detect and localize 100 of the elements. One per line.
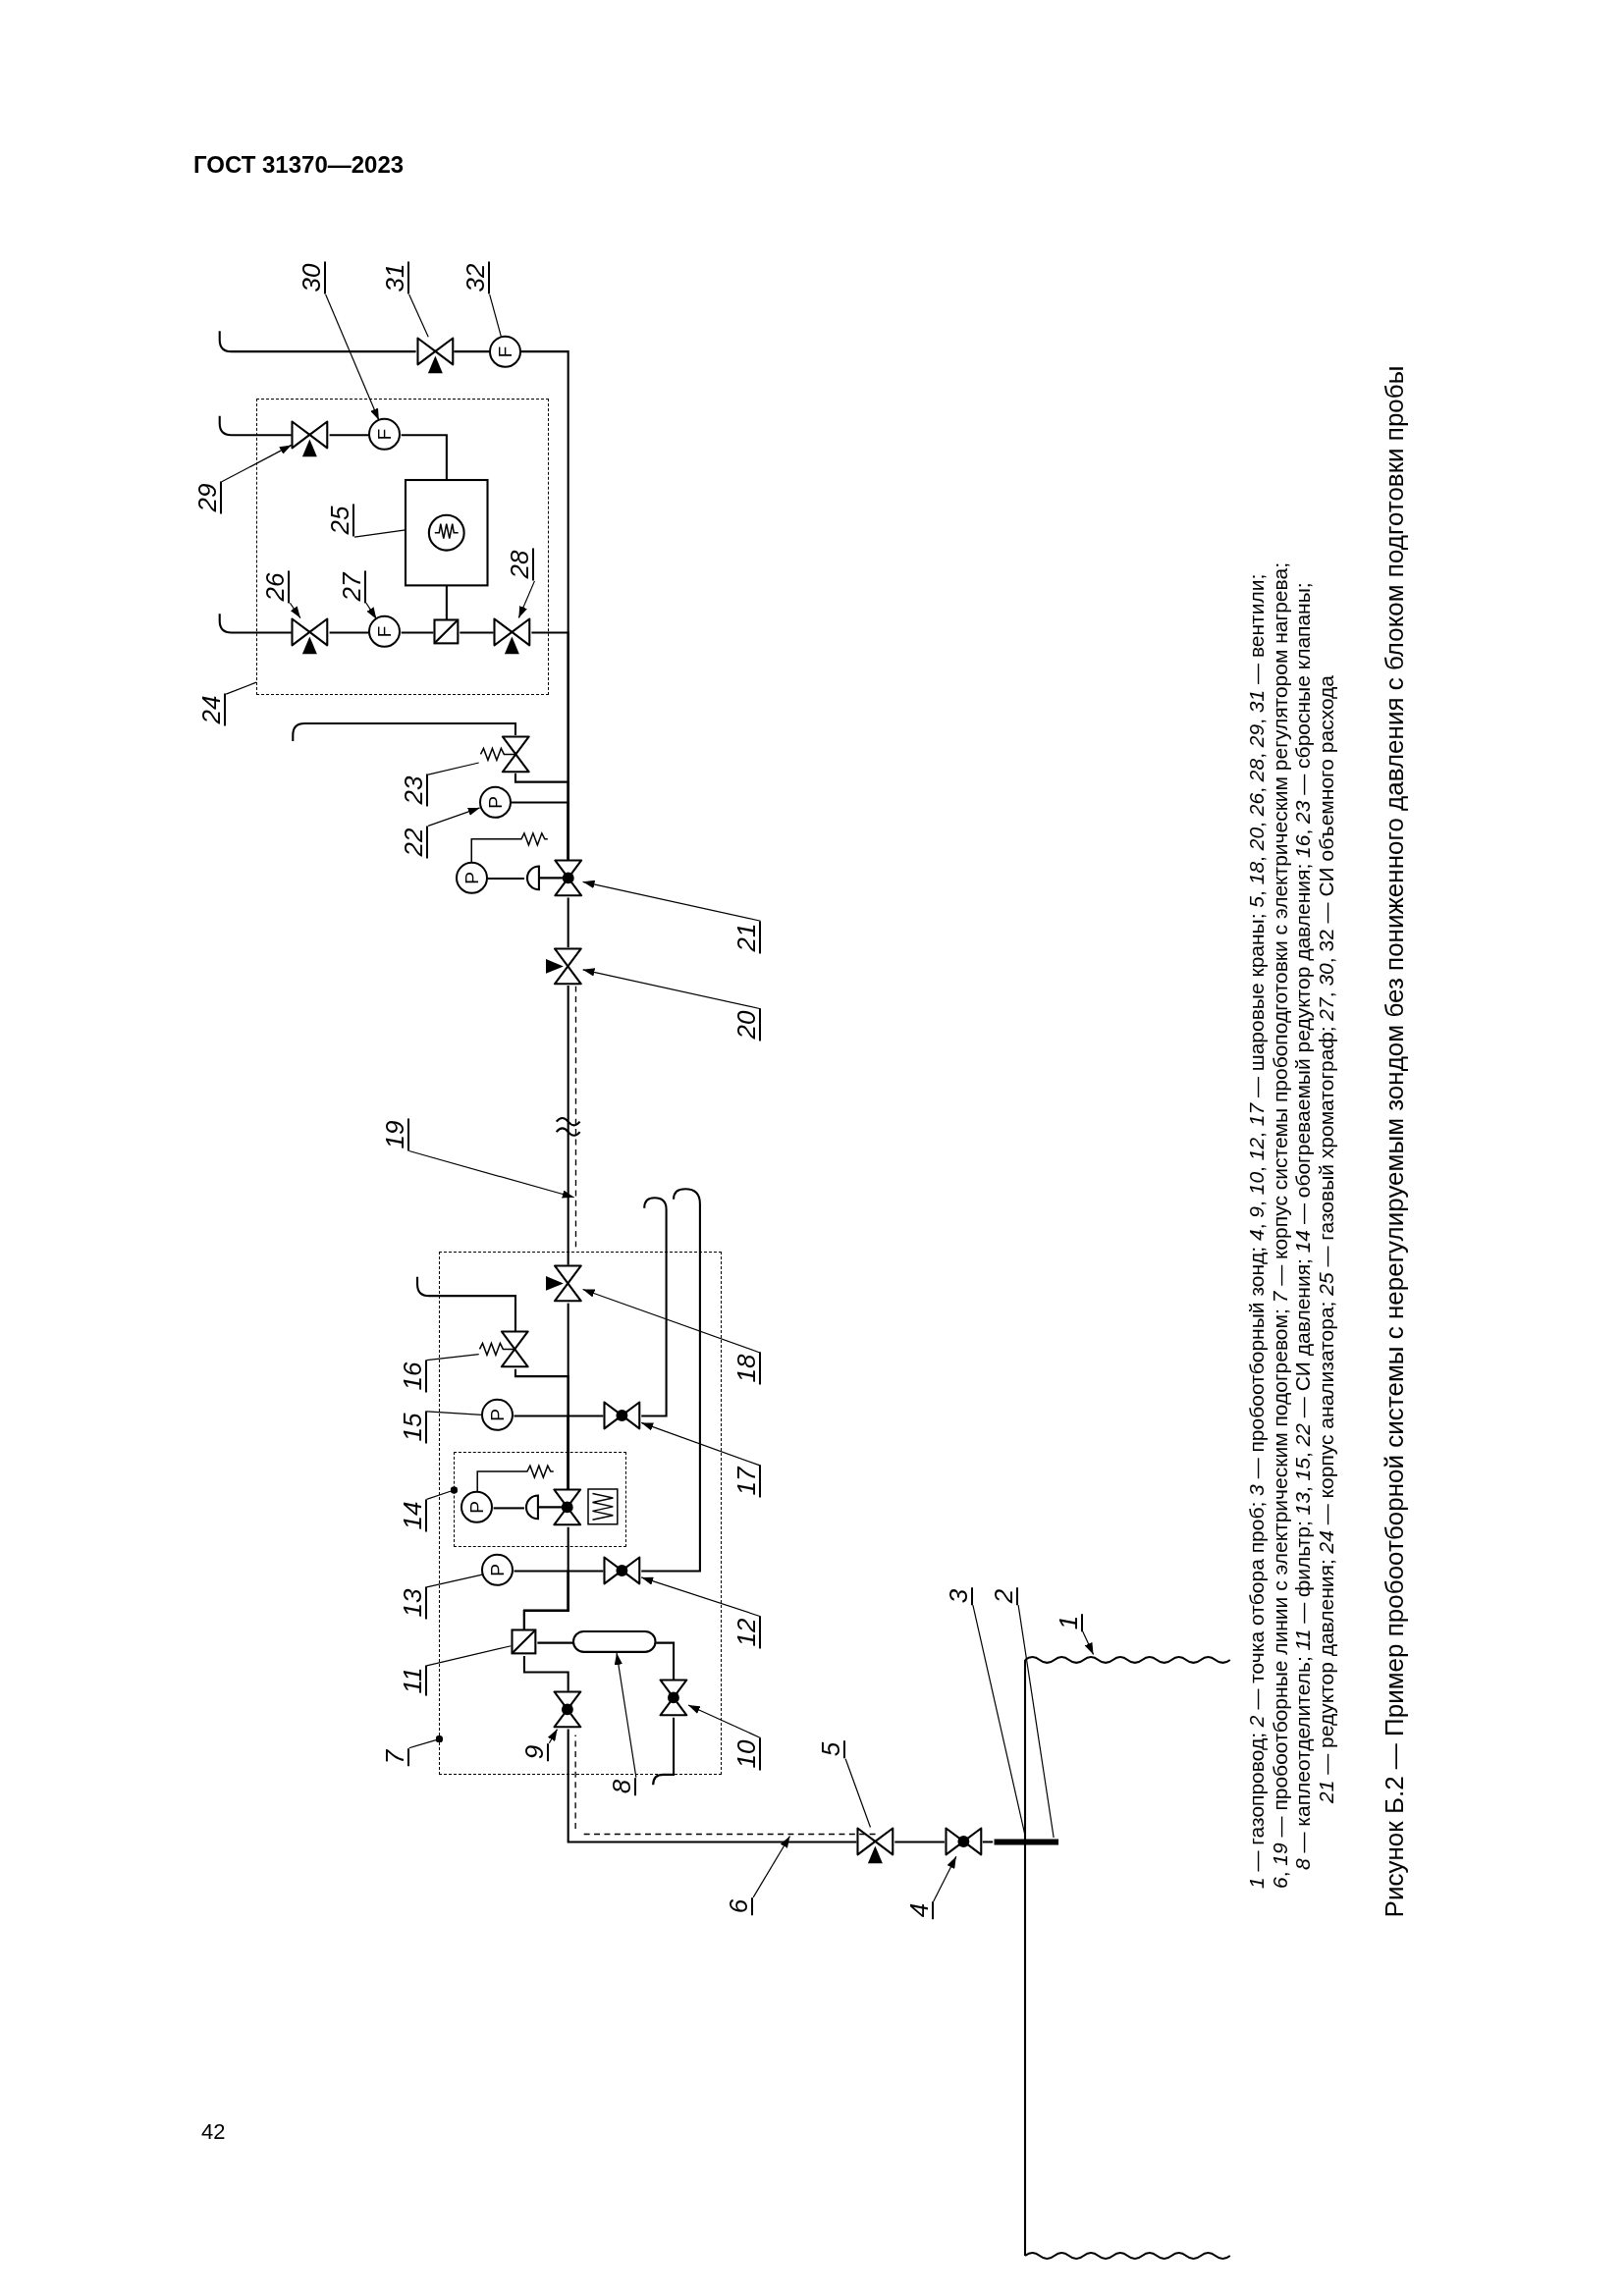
leader-line <box>408 1735 444 1749</box>
pipe-line <box>522 1656 569 1691</box>
callout-number: 9 <box>521 1742 550 1761</box>
callout-number: 17 <box>732 1465 761 1498</box>
flow-meter: F <box>489 335 521 368</box>
ball-valve <box>602 1400 641 1430</box>
legend-text: 8 — каплеотделитель; 11 — фильтр; 13, 15, 22 — СИ давления; 14 — обогреваемый редуктор давления; 16, 23 — сбросные клапаны; <box>1291 581 1316 1870</box>
pipe-line <box>894 1841 945 1843</box>
leader-line <box>425 1354 480 1362</box>
legend-text: 21 — редуктор давления; 24 — корпус анализатора; 25 — газовый хроматограф; 27, 30, 32 — СИ объемного расхода <box>1315 675 1339 1804</box>
callout-number: 19 <box>381 1118 409 1151</box>
leader-line <box>1082 1630 1095 1656</box>
leader-line <box>582 880 762 922</box>
pipe-line <box>454 350 490 353</box>
callout-number: 18 <box>732 1353 761 1385</box>
callout-number: 29 <box>193 481 222 514</box>
analyzer-box <box>405 479 488 586</box>
callout-number: 3 <box>945 1586 973 1605</box>
legend-text: 6, 19 — пробоотборные линии с электрическим подогревом; 7 — корпус системы пробоподготовки с электрическим регулятором нагрева; <box>1268 561 1292 1889</box>
leader-line <box>844 1758 872 1829</box>
pipe-line <box>641 1197 668 1417</box>
pipe-line <box>567 897 569 948</box>
pipe-line <box>493 1507 524 1510</box>
pipe-line <box>567 985 569 1265</box>
flow-meter: F <box>368 615 402 649</box>
callout-number: 4 <box>905 1901 934 1920</box>
needle-valve <box>493 616 531 655</box>
callout-number: 6 <box>726 1896 754 1916</box>
callout-number: 23 <box>401 774 429 807</box>
leader-line <box>225 681 257 695</box>
needle-valve <box>856 1827 895 1864</box>
callout-number: 28 <box>507 548 535 581</box>
callout-number: 8 <box>608 1777 636 1795</box>
ball-valve <box>658 1679 688 1717</box>
pipe-line <box>537 1641 574 1644</box>
callout-number: 31 <box>381 261 409 294</box>
separator-vessel <box>573 1631 656 1653</box>
leader-line <box>325 294 380 421</box>
leader-line <box>408 1149 575 1199</box>
pipe-line <box>445 585 448 620</box>
callout-number: 16 <box>399 1360 427 1393</box>
pipe-line <box>487 878 524 881</box>
callout-number: 7 <box>381 1747 409 1766</box>
pressure-regulator <box>522 1487 582 1526</box>
pipe-line <box>292 721 517 741</box>
heating-trace <box>573 985 577 1250</box>
filter-symbol <box>511 1629 537 1656</box>
ball-valve <box>602 1555 641 1585</box>
pipe-line <box>520 350 569 860</box>
callout-number: 26 <box>262 570 291 603</box>
pipe-line <box>329 631 369 634</box>
document-header: ГОСТ 31370—2023 <box>193 150 405 180</box>
leader-line <box>582 968 762 1010</box>
callout-number: 15 <box>399 1411 427 1444</box>
pressure-gauge: P <box>455 862 488 895</box>
dashed-enclosure <box>453 1452 626 1547</box>
callout-number: 11 <box>399 1665 427 1696</box>
callout-number: 12 <box>732 1616 761 1649</box>
callout-number: 1 <box>1055 1613 1083 1631</box>
pipe-line <box>460 631 494 634</box>
callout-number: 20 <box>732 1008 761 1041</box>
needle-valve <box>545 1264 583 1303</box>
leader-line <box>425 1645 513 1667</box>
needle-valve <box>415 337 455 374</box>
leader-line <box>1017 1604 1055 1839</box>
figure-caption: Рисунок Б.2 — Пример пробоотборной системы с нерегулируемым зондом без пониженного давления с блоком подготовки пробы <box>1379 365 1409 1918</box>
leader-line <box>640 1576 762 1618</box>
leader-line <box>517 580 536 619</box>
leader-line <box>640 1421 762 1467</box>
needle-valve <box>291 419 330 456</box>
leader-line <box>425 1574 483 1588</box>
leader-line <box>547 1729 559 1744</box>
callout-number: 13 <box>399 1586 427 1620</box>
leader-line <box>425 1411 483 1415</box>
pipe-line <box>401 631 434 634</box>
callout-number: 5 <box>818 1740 846 1759</box>
flow-meter: F <box>368 418 402 451</box>
relief-valve <box>478 734 530 774</box>
pipeline-drawing <box>1025 1654 1230 2263</box>
pipe-line <box>218 331 416 353</box>
pipe-line <box>329 434 369 437</box>
pipe-line <box>982 1841 994 1843</box>
probe-rod <box>993 1837 1060 1846</box>
pressure-regulator <box>523 859 583 898</box>
pipe-line <box>656 1641 676 1680</box>
callout-number: 22 <box>401 826 429 858</box>
filter-symbol <box>432 618 460 646</box>
leader-line <box>427 762 480 775</box>
pressure-gauge: P <box>481 1554 514 1587</box>
pipe-line <box>641 1188 701 1573</box>
callout-number: 25 <box>327 505 354 537</box>
pressure-gauge: P <box>460 1490 493 1523</box>
callout-number: 30 <box>298 261 326 294</box>
leader-line <box>582 1288 762 1354</box>
pipe-line <box>567 1303 569 1489</box>
pipe-line <box>567 1729 857 1843</box>
callout-number: 21 <box>732 921 761 953</box>
ball-valve <box>944 1827 983 1857</box>
callout-number: 24 <box>198 693 227 726</box>
pipe-line <box>218 614 292 634</box>
